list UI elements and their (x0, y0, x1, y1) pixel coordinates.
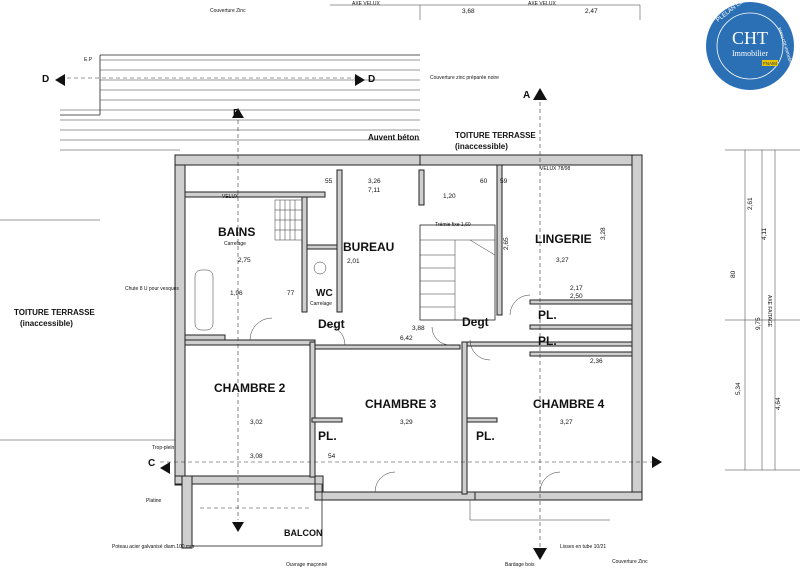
label-toiture-right-sub: (inaccessible) (455, 142, 508, 151)
dim-326: 3,26 (368, 178, 381, 185)
dim-59: 59 (500, 178, 508, 185)
dim-328: 3,28 (600, 227, 607, 240)
interior-walls (184, 164, 633, 495)
right-dimension-lines (725, 149, 800, 471)
room-wc: WC (316, 288, 333, 299)
dim-77: 77 (287, 290, 295, 297)
label-couverture-zinc-plate: Couverture zinc préparée noire (430, 75, 499, 81)
dim-236: 2,36 (590, 358, 603, 365)
dim-275: 2,75 (238, 257, 251, 264)
dim-327: 3,27 (556, 257, 569, 264)
room-placard-1: PL. (538, 308, 557, 322)
logo-sub: Immobilier (732, 49, 768, 58)
section-a-top: A (523, 90, 530, 101)
room-placard-3: PL. (318, 429, 337, 443)
label-axe-velux-2: AXE VELUX (528, 1, 556, 7)
label-couverture-zinc-bottom: Couverture Zinc (612, 559, 648, 565)
outer-walls (174, 154, 643, 549)
label-axe-velux-1: AXE VELUX (352, 1, 380, 7)
section-d-left: D (42, 74, 49, 85)
door-swings (249, 294, 561, 493)
label-lisses: Lisses en tube 10/21 (560, 544, 606, 550)
section-b-top: B (233, 108, 240, 119)
room-bureau: BUREAU (343, 240, 394, 254)
dim-464: 4,64 (775, 397, 782, 410)
dim-975: 9,75 (755, 317, 762, 330)
dim-642: 6,42 (400, 335, 413, 342)
label-toiture-left: TOITURE TERRASSE (14, 308, 95, 317)
label-poteau: Poteau acier galvanisé diam.100 mm (112, 544, 194, 550)
dim-196: 1,96 (230, 290, 243, 297)
bath-tiles (194, 199, 327, 331)
dim-711: 7,11 (368, 187, 381, 194)
dim-302: 3,02 (250, 419, 263, 426)
dim-120: 1,20 (443, 193, 456, 200)
dim-55: 55 (325, 178, 333, 185)
label-toiture-right: TOITURE TERRASSE (455, 131, 536, 140)
room-balcon: BALCON (284, 528, 323, 538)
room-placard-4: PL. (476, 429, 495, 443)
label-velux-1: VELUX (222, 194, 239, 200)
label-auvent: Auvent béton (368, 133, 419, 142)
dim-top-b: 2,47 (585, 8, 598, 15)
room-lingerie: LINGERIE (535, 232, 592, 246)
room-wc-floor: Carrelage (310, 301, 332, 307)
balcony (191, 483, 610, 547)
dim-80: 80 (730, 270, 737, 278)
dim-308: 3,08 (250, 453, 263, 460)
room-degt-1: Degt (318, 317, 345, 331)
dim-327b: 3,27 (560, 419, 573, 426)
label-platine: Platine (146, 498, 162, 504)
section-lines (55, 4, 662, 560)
label-ouvrage: Ouvrage maçonné (286, 562, 327, 568)
label-trop-plein: Trop-plein (152, 445, 175, 451)
label-velux-2: VELUX 78/98 (540, 166, 571, 172)
dim-411: 4,11 (761, 227, 768, 240)
label-toiture-left-sub: (inaccessible) (20, 319, 73, 328)
room-placard-2: PL. (538, 334, 557, 348)
dim-261: 2,61 (747, 197, 754, 210)
dim-217: 2,17 (570, 285, 583, 292)
cht-immobilier-logo: CHT Immobilier PLELAN LE GRAND www.cht-i… (706, 0, 798, 90)
section-c-left: C (148, 458, 155, 469)
dim-top-a: 3,68 (462, 8, 475, 15)
section-d-right: D (368, 74, 375, 85)
label-ep: E.P (84, 57, 93, 63)
label-couverture-zinc-top: Couverture Zinc (210, 8, 246, 14)
dim-54: 54 (328, 453, 336, 460)
room-chambre-4: CHAMBRE 4 (533, 397, 605, 411)
room-bains-floor: Carrelage (224, 241, 246, 247)
dim-201: 2,01 (347, 258, 360, 265)
room-degt-2: Degt (462, 315, 489, 329)
dim-250: 2,50 (570, 293, 583, 300)
dim-329: 3,29 (400, 419, 413, 426)
room-chambre-2: CHAMBRE 2 (214, 381, 286, 395)
dim-265: 2,65 (503, 237, 510, 250)
room-chambre-3: CHAMBRE 3 (365, 397, 437, 411)
dim-534: 5,34 (735, 382, 742, 395)
roof-slope-lines (60, 54, 420, 151)
logo-name: CHT (732, 28, 768, 48)
logo-badge: FNAIM (763, 61, 777, 66)
label-bardage: Bardage bois (505, 562, 535, 568)
staircase (419, 224, 496, 321)
label-tremie: Trémie fixe 1,60 (435, 222, 471, 228)
left-terrace (0, 219, 175, 441)
room-bains: BAINS (218, 225, 255, 239)
label-axe-faitage: AXE FAITAGE (766, 295, 772, 328)
label-chute: Chute 8 U pour vesques (125, 286, 179, 292)
dim-60: 60 (480, 178, 488, 185)
dim-388: 3,88 (412, 325, 425, 332)
